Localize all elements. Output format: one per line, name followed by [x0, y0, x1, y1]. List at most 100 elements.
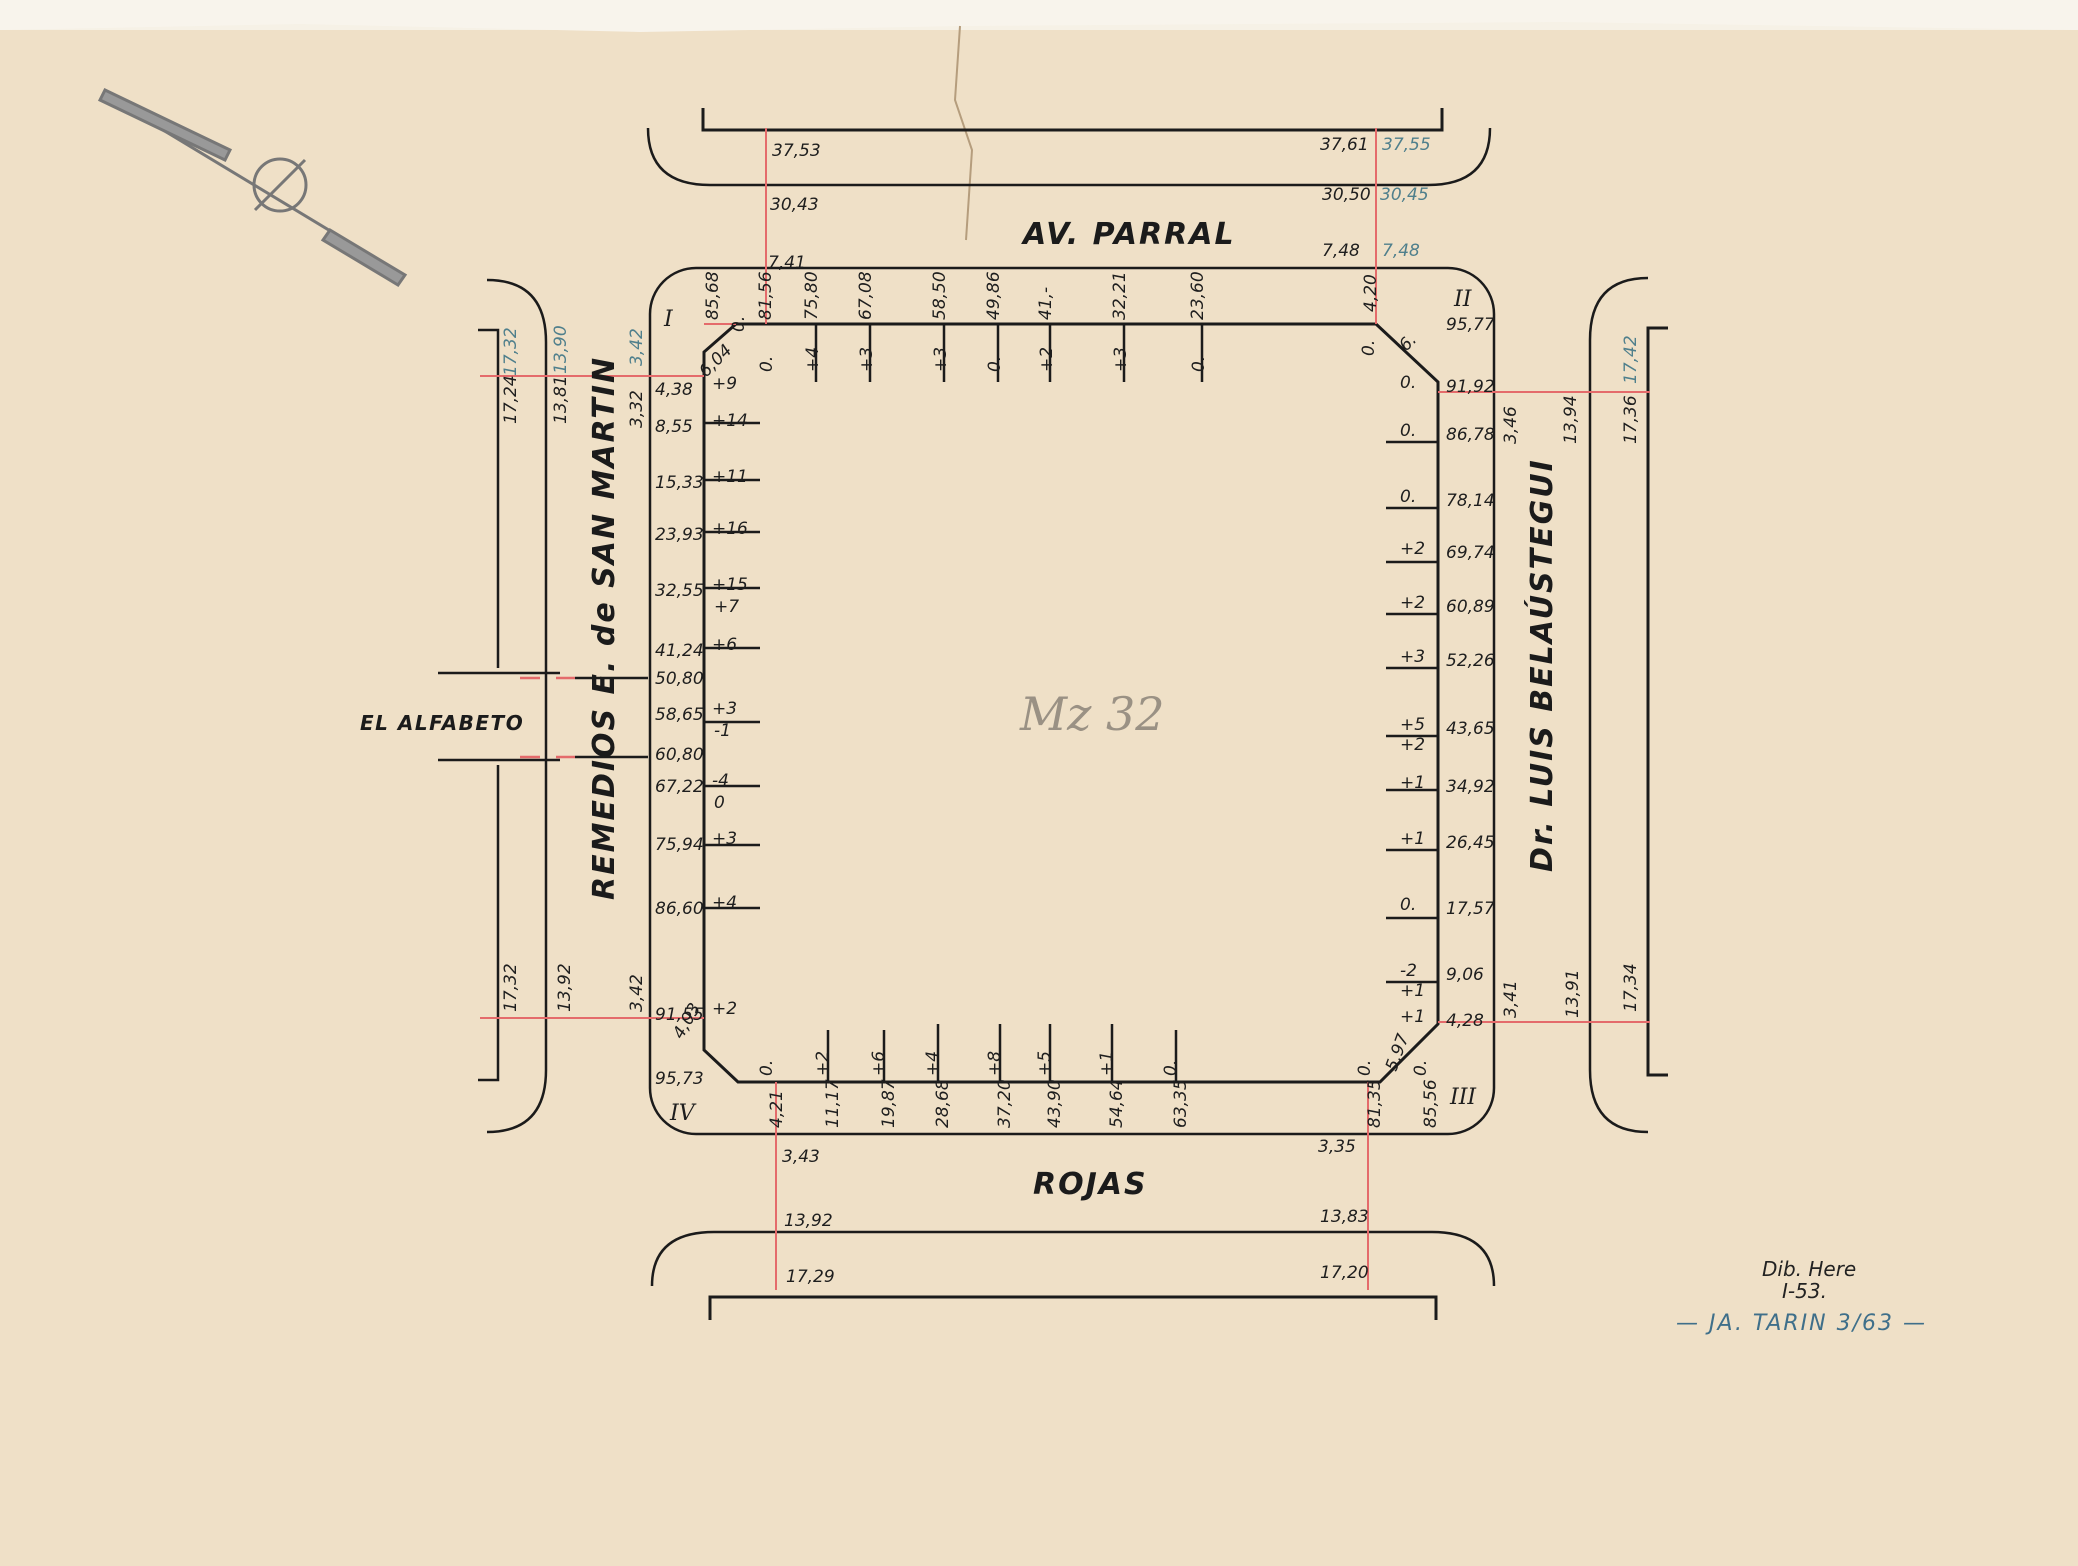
- left-frontage-offset-2: -1: [714, 721, 731, 741]
- left-frontage-offset: +3: [712, 829, 737, 849]
- right-frontage-dist: 52,26: [1446, 651, 1495, 671]
- left-frontage-offset: +14: [712, 411, 748, 431]
- top-frontage-offset: 0.: [757, 356, 777, 372]
- bottom-left-measure-c: 17,29: [786, 1267, 835, 1287]
- bottom-frontage-dist: 11,17: [823, 1079, 843, 1128]
- street-name-top: AV. PARRAL: [1021, 217, 1236, 252]
- sidewalk-outline: [648, 266, 1496, 1136]
- right-frontage-offset: +2: [1400, 539, 1425, 559]
- left-top-measure-a-blue: 17,32: [501, 327, 521, 376]
- left-frontage-offset: +6: [712, 635, 737, 655]
- right-top-measure-b: 13,94: [1561, 395, 1581, 444]
- top-corner-zero: 0.: [1359, 340, 1379, 356]
- bottom-right-measure-b: 13,83: [1320, 1207, 1369, 1227]
- top-left-measure-a: 37,53: [772, 141, 821, 161]
- bottom-frontage-offset: +2: [813, 1051, 833, 1076]
- left-top-measure-b-blue: 13,90: [551, 325, 571, 374]
- bottom-frontage-dist: 19,87: [879, 1079, 899, 1128]
- right-frontage-offset: -2: [1400, 961, 1417, 981]
- left-frontage-offset: -4: [712, 771, 729, 791]
- top-frontage-dist: 32,21: [1110, 271, 1130, 320]
- right-frontage-offset: +1: [1400, 829, 1425, 849]
- right-top-measure-a: 3,46: [1501, 406, 1521, 444]
- left-top-measure-b: 13,81: [551, 375, 571, 424]
- top-right-measure-a-blue: 37,55: [1382, 135, 1431, 155]
- bottom-left-measure-b: 13,92: [784, 1211, 833, 1231]
- bottom-frontage-offset: +4: [923, 1051, 943, 1076]
- left-bottom-measure-c: 3,42: [627, 974, 647, 1012]
- right-frontage-offset: +1: [1400, 773, 1425, 793]
- bottom-frontage-offset: +6: [869, 1051, 889, 1076]
- right-top-measure-c-blue: 17,42: [1621, 335, 1641, 384]
- left-frontage-dist: 67,22: [655, 777, 704, 797]
- top-frontage-dist: 67,08: [856, 271, 876, 320]
- left-frontage-dist: 75,94: [655, 835, 704, 855]
- right-frontage-dist: 86,78: [1446, 425, 1495, 445]
- top-frontage-dist: 41,-: [1036, 287, 1056, 320]
- right-frontage-dist: 69,74: [1446, 543, 1495, 563]
- top-frontage-offset: +3: [857, 347, 877, 372]
- bottom-frontage-dist: 4,21: [767, 1090, 787, 1128]
- right-frontage-dist: 17,57: [1446, 899, 1495, 919]
- left-frontage-dist: 15,33: [655, 473, 704, 493]
- right-frontage-offset: 0.: [1400, 421, 1416, 441]
- street-name-cross: EL ALFABETO: [360, 711, 524, 735]
- right-frontage-offset-2: +2: [1400, 735, 1425, 755]
- left-frontage-offset: +2: [712, 999, 737, 1019]
- left-top-measure-c: 3,32: [627, 390, 647, 428]
- left-frontage-offset: +3: [712, 699, 737, 719]
- left-bottom-measure-b: 13,92: [555, 963, 575, 1012]
- right-frontage-dist: 78,14: [1446, 491, 1495, 511]
- right-frontage-dist: 4,28: [1446, 1011, 1484, 1031]
- right-top-measure-c: 17,36: [1621, 395, 1641, 444]
- bottom-frontage-dist: 54,64: [1107, 1079, 1127, 1128]
- bottom-frontage-offset: +1: [1097, 1051, 1117, 1076]
- right-frontage-dist: 91,92: [1446, 377, 1495, 397]
- corner-label-1: I: [663, 307, 674, 332]
- curb-lines: [438, 108, 1668, 1320]
- left-frontage-dist: 60,80: [655, 745, 704, 765]
- paper-tear: [0, 0, 2078, 32]
- top-frontage-offset: 0.: [985, 356, 1005, 372]
- top-left-measure-c: 7,41: [768, 253, 806, 273]
- bottom-frontage-offset: 0.: [1355, 1060, 1375, 1076]
- corner-label-2: II: [1453, 287, 1473, 312]
- right-frontage-offset: +5: [1400, 715, 1425, 735]
- signature-line-1: Dib. Here: [1762, 1257, 1856, 1281]
- left-frontage-offset: +11: [712, 467, 748, 487]
- left-bottom-measure-a: 17,32: [501, 963, 521, 1012]
- top-right-measure-c-blue: 7,48: [1382, 241, 1420, 261]
- bottom-left-measure-a: 3,43: [782, 1147, 820, 1167]
- bottom-frontage-dist: 85,56: [1421, 1079, 1441, 1128]
- top-corner-dist: 4,20: [1361, 274, 1381, 312]
- top-frontage-dist: 58,50: [930, 271, 950, 320]
- right-frontage-offset-2: +1: [1400, 981, 1425, 1001]
- left-frontage-list: 4,38+98,55+1415,33+1123,93+1632,55+15+74…: [655, 374, 748, 1089]
- left-frontage-dist: 32,55: [655, 581, 704, 601]
- left-frontage-dist: 8,55: [655, 417, 693, 437]
- right-bottom-measure-a: 3,41: [1501, 980, 1521, 1018]
- bottom-frontage-dist: 81,35: [1365, 1079, 1385, 1128]
- bottom-frontage-list: 4,210.11,17+219,87+628,68+437,20+843,90+…: [757, 1051, 1441, 1128]
- bottom-frontage-dist: 63,35: [1171, 1079, 1191, 1128]
- right-frontage-dist: 60,89: [1446, 597, 1495, 617]
- bottom-frontage-dist: 43,90: [1045, 1079, 1065, 1128]
- top-start-measure: 85,68: [703, 271, 723, 320]
- right-frontage-dist: 26,45: [1446, 833, 1495, 853]
- left-top-measure-a: 17,24: [501, 375, 521, 424]
- signature-line-3: — JA. TARIN 3/63 —: [1676, 1311, 1927, 1336]
- left-frontage-offset: +9: [712, 374, 737, 394]
- right-frontage-offset: 0.: [1400, 895, 1416, 915]
- right-frontage-offset: 0.: [1400, 487, 1416, 507]
- left-frontage-dist: 23,93: [655, 525, 704, 545]
- top-frontage-offset: +3: [931, 347, 951, 372]
- top-right-measure-c: 7,48: [1322, 241, 1360, 261]
- left-frontage-dist: 58,65: [655, 705, 704, 725]
- corner-label-4: IV: [669, 1101, 697, 1126]
- bottom-frontage-dist: 37,20: [995, 1079, 1015, 1128]
- street-name-left: REMEDIOS E. de SAN MARTIN: [587, 356, 622, 900]
- left-frontage-dist: 41,24: [655, 641, 704, 661]
- right-frontage-dist: 43,65: [1446, 719, 1495, 739]
